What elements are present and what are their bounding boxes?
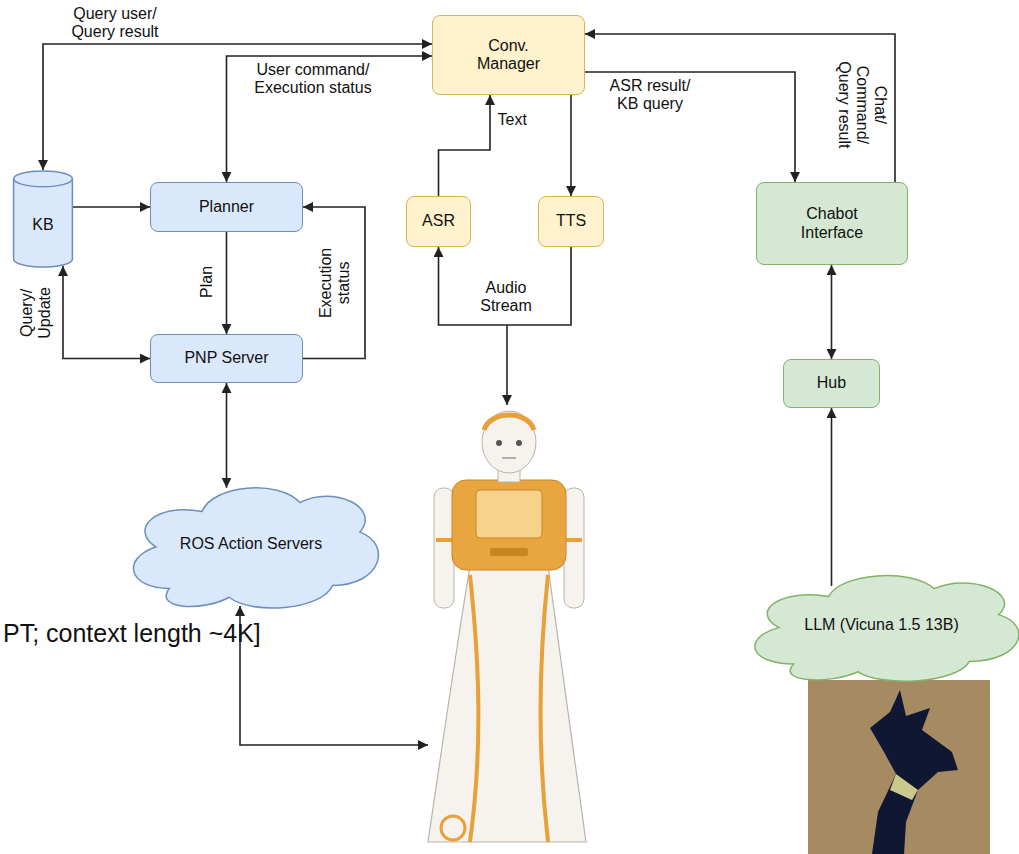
edge-label: Audio Stream <box>474 279 538 315</box>
connector-arrow <box>73 206 150 208</box>
node-label: TTS <box>556 212 586 230</box>
process-box: TTS <box>538 196 604 247</box>
shape-path <box>755 576 1019 682</box>
caption-note: PT; context length ~4K] <box>3 620 261 648</box>
node-label: ROS Action Servers <box>180 535 322 553</box>
connector-arrow <box>303 207 365 359</box>
edge-label: ASR result/ KB query <box>598 77 702 113</box>
node-label: Hub <box>817 374 846 392</box>
connector-arrow <box>439 247 572 325</box>
node-label: Conv. Manager <box>471 37 546 74</box>
connector-arrow <box>831 408 833 586</box>
edge-label: Chat/ Command/ Query result <box>835 53 889 157</box>
process-box: ASR <box>406 196 471 247</box>
connector-arrow <box>439 95 491 196</box>
service-cloud: LLM (Vicuna 1.5 13B) <box>735 560 1019 690</box>
audio-line <box>506 325 508 405</box>
process-box: Hub <box>783 359 880 408</box>
connector-arrow <box>227 56 433 182</box>
connector-arrow <box>63 266 150 359</box>
connector-arrow <box>831 265 833 359</box>
shape-path <box>133 488 378 608</box>
node-label: Planner <box>199 198 254 216</box>
service-cloud: ROS Action Servers <box>115 470 387 618</box>
node-label: PNP Server <box>184 349 268 367</box>
connector-arrow <box>43 44 432 170</box>
node-label: LLM (Vicuna 1.5 13B) <box>804 616 958 634</box>
node-label: ASR <box>422 212 455 230</box>
edge-label: Text <box>496 111 529 129</box>
edge-label: Execution status <box>316 238 352 327</box>
edge-label: Query user/ Query result <box>63 5 167 41</box>
shape-path <box>14 171 73 267</box>
ros-robot-line <box>240 606 428 745</box>
node-label: KB <box>32 216 53 234</box>
llm-logo <box>808 680 990 854</box>
cylinder-rim <box>14 179 73 187</box>
edge-label: Plan <box>198 264 216 300</box>
node-label: Chabot Interface <box>792 205 872 242</box>
edge-label: Query/ Update <box>18 280 54 346</box>
connector-arrow <box>585 34 895 182</box>
connector-arrow <box>585 72 795 182</box>
database-cylinder: KB <box>13 170 73 268</box>
edge-label: User command/ Execution status <box>246 61 380 97</box>
process-box: PNP Server <box>150 334 303 383</box>
connector-arrow <box>226 383 228 488</box>
interface-box: Chabot Interface <box>756 182 908 265</box>
manager-box: Conv. Manager <box>432 15 585 95</box>
robot-illustration <box>428 411 586 842</box>
connector-arrow <box>226 232 228 334</box>
process-box: Planner <box>150 182 303 232</box>
connector-arrow <box>570 95 572 196</box>
